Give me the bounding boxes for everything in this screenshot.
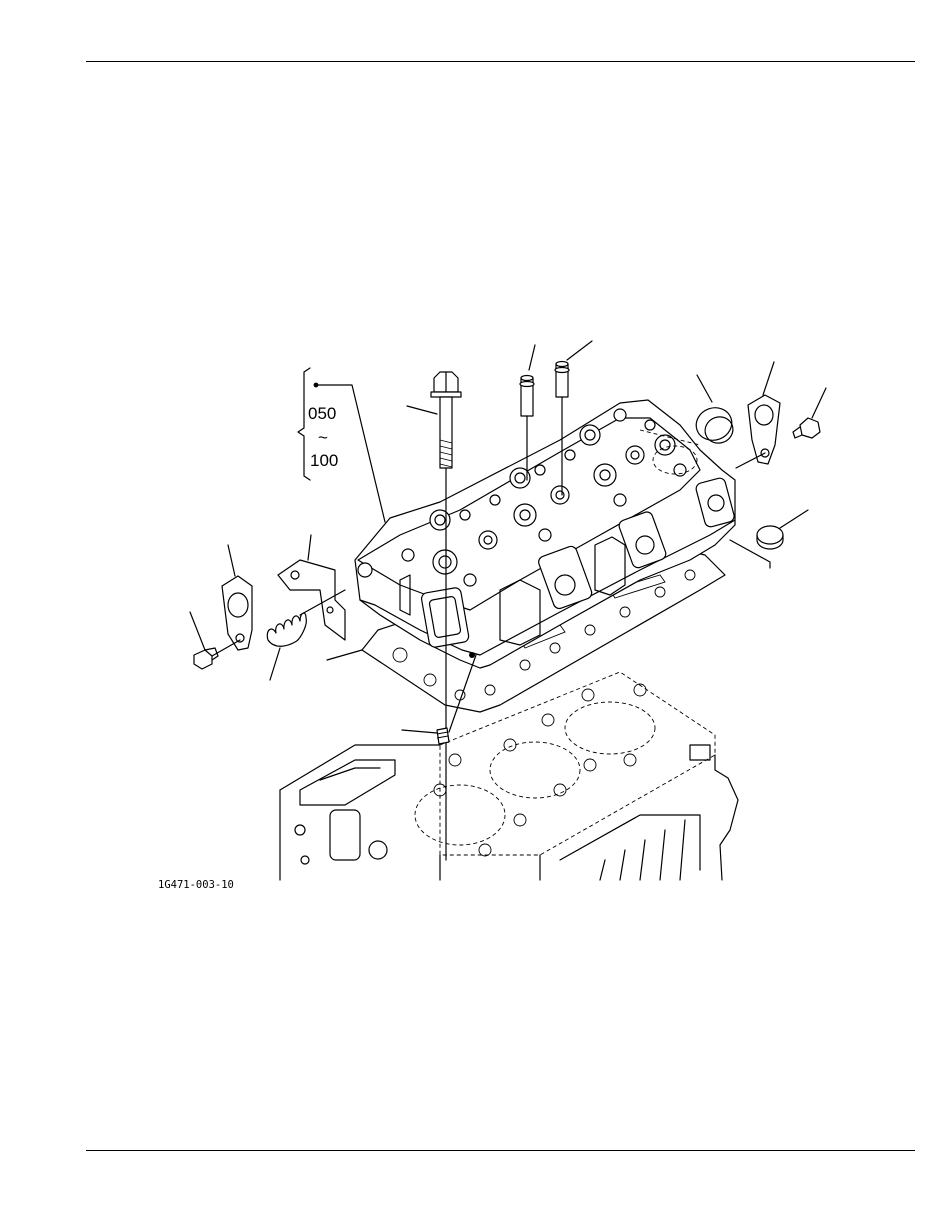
range-separator: ~ [318, 428, 328, 447]
range-end: 100 [310, 451, 338, 470]
hanger-bolt-icon [792, 387, 827, 439]
dowel-pin-icon [401, 654, 477, 745]
hanger-plate-icon [221, 544, 253, 651]
bracket-icon [277, 534, 346, 641]
footer-rule [86, 1150, 915, 1151]
valve-guide-icon [519, 340, 593, 496]
head-bolt-icon [406, 371, 462, 861]
header-rule [86, 61, 915, 62]
plug-icon [695, 374, 809, 550]
cylinder-head-icon [354, 399, 736, 669]
hanger-plate-icon [729, 361, 781, 569]
spring-icon [266, 589, 346, 681]
cylinder-block-icon [279, 671, 739, 881]
range-start: 050 [308, 404, 336, 423]
serial-range-bracket: 050 ~ 100 [297, 367, 386, 523]
plug-icon [189, 611, 241, 670]
figure-id: 1G471-003-10 [158, 879, 234, 891]
